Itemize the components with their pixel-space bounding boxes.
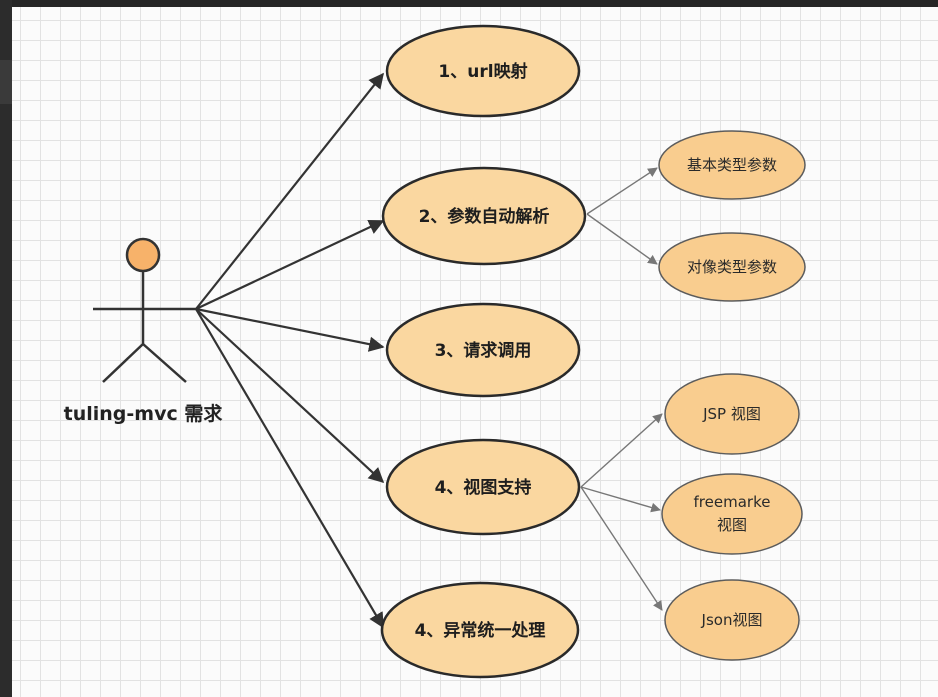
edge-actor-uc5 — [195, 308, 384, 629]
use-case-ellipse — [385, 302, 581, 398]
use-case-label: 2、参数自动解析 — [419, 206, 550, 227]
edge-uc2-s1 — [586, 167, 658, 215]
sub-case-s1[interactable]: 基本类型参数 — [658, 130, 806, 200]
use-case-ellipse — [385, 438, 581, 536]
use-case-label: 4、异常统一处理 — [415, 620, 546, 641]
edge-actor-uc2 — [195, 219, 385, 310]
sub-case-ellipse — [664, 579, 800, 661]
sub-case-s5[interactable]: Json视图 — [664, 579, 800, 661]
edge-uc2-s2 — [586, 213, 658, 265]
use-case-uc2[interactable]: 2、参数自动解析 — [381, 166, 587, 266]
use-case-label: 3、请求调用 — [435, 340, 532, 361]
use-case-ellipse — [381, 166, 587, 266]
actor-head — [125, 237, 161, 273]
edge-uc4-s4 — [580, 486, 661, 513]
actor-right-leg — [142, 343, 187, 383]
sub-edges — [580, 167, 663, 611]
use-case-label: 1、url映射 — [438, 61, 527, 82]
window-top-edge — [0, 0, 938, 7]
sub-case-s2[interactable]: 对像类型参数 — [658, 232, 806, 302]
window-left-edge — [0, 0, 12, 697]
sub-case-ellipse — [658, 232, 806, 302]
edge-uc4-s5 — [580, 486, 663, 611]
use-case-ellipse — [380, 581, 580, 679]
sub-case-label: Json视图 — [701, 611, 763, 629]
actor-edges — [195, 72, 385, 629]
sub-case-label: 基本类型参数 — [687, 156, 777, 174]
sub-case-label-line1: freemarke — [694, 493, 771, 511]
edge-uc4-s3 — [580, 413, 663, 488]
sub-case-ellipse — [661, 473, 803, 555]
left-panel-tab — [0, 60, 12, 104]
edge-actor-uc3 — [195, 307, 385, 352]
sub-case-s4[interactable]: freemarke 视图 — [661, 473, 803, 555]
actor[interactable]: tuling-mvc 需求 — [64, 237, 224, 425]
sub-case-ellipse — [664, 373, 800, 455]
sub-case-label-line2: 视图 — [717, 516, 747, 534]
sub-case-ellipse — [658, 130, 806, 200]
use-case-ellipse — [385, 24, 581, 118]
use-case-uc5[interactable]: 4、异常统一处理 — [380, 581, 580, 679]
actor-label: tuling-mvc 需求 — [64, 402, 224, 425]
use-case-uc3[interactable]: 3、请求调用 — [385, 302, 581, 398]
sub-case-label: 对像类型参数 — [687, 258, 777, 276]
sub-case-s3[interactable]: JSP 视图 — [664, 373, 800, 455]
edge-actor-uc4 — [195, 308, 385, 484]
use-case-uc4[interactable]: 4、视图支持 — [385, 438, 581, 536]
sub-case-label: JSP 视图 — [702, 405, 761, 423]
use-case-uc1[interactable]: 1、url映射 — [385, 24, 581, 118]
edge-actor-uc1 — [195, 72, 384, 310]
actor-left-leg — [102, 343, 144, 383]
use-case-label: 4、视图支持 — [435, 477, 532, 498]
